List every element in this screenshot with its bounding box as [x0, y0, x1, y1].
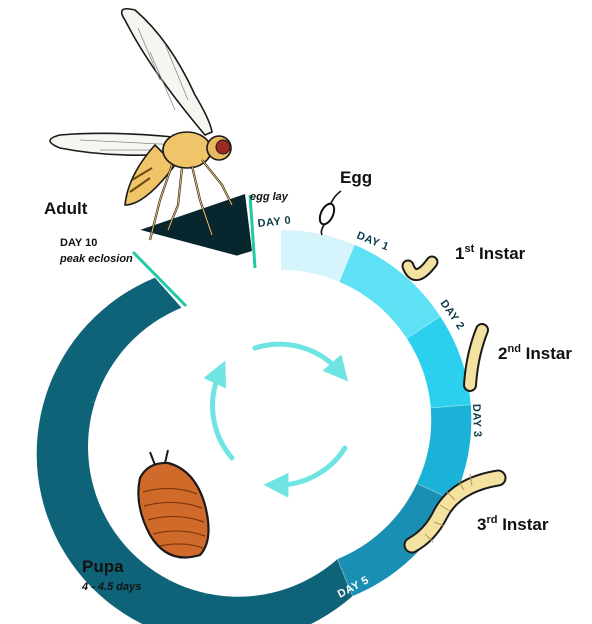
- ring-segment-day2: [406, 316, 471, 408]
- ring-segment-day3: [417, 404, 472, 501]
- ring-segment-adult: [140, 194, 252, 256]
- arrow-left: [203, 360, 235, 461]
- ring-segment-pupa: [36, 277, 353, 624]
- pupa-duration: 4 - 4.5 days: [81, 581, 141, 593]
- arrow-top-right: [252, 341, 349, 382]
- cycle-arrows: [203, 341, 349, 498]
- ring-segment-day4: [337, 483, 454, 597]
- day10-label: DAY 10: [60, 237, 97, 249]
- lifecycle-ring: [36, 194, 472, 624]
- instar3-label: 3rd Instar: [477, 514, 549, 534]
- ring-segment-day1: [339, 244, 441, 339]
- egg-label: Egg: [340, 168, 372, 187]
- egg-icon: [318, 190, 342, 236]
- day3-label: DAY 3: [470, 404, 483, 438]
- adult-fly-icon: [49, 7, 233, 241]
- eclosion-gap: [136, 245, 182, 292]
- egg-lay-marker: [248, 194, 257, 269]
- instar2-label: 2nd Instar: [498, 343, 572, 363]
- pupa-label: Pupa: [82, 557, 124, 576]
- arrow-bottom: [263, 445, 348, 498]
- instar1-label: 1st Instar: [455, 243, 526, 263]
- instar1-larva-icon: [401, 255, 439, 281]
- pupa-icon: [137, 449, 210, 559]
- ring-segment-day0: [281, 230, 355, 282]
- egg-lay-label: egg lay: [250, 191, 289, 203]
- adult-label: Adult: [44, 199, 88, 218]
- instar3-larva-icon: [403, 469, 507, 554]
- instar2-larva-icon: [463, 323, 489, 392]
- day0-label: DAY 0: [257, 215, 292, 230]
- peak-eclosion-label: peak eclosion: [59, 253, 133, 265]
- eclosion-marker: [131, 250, 188, 308]
